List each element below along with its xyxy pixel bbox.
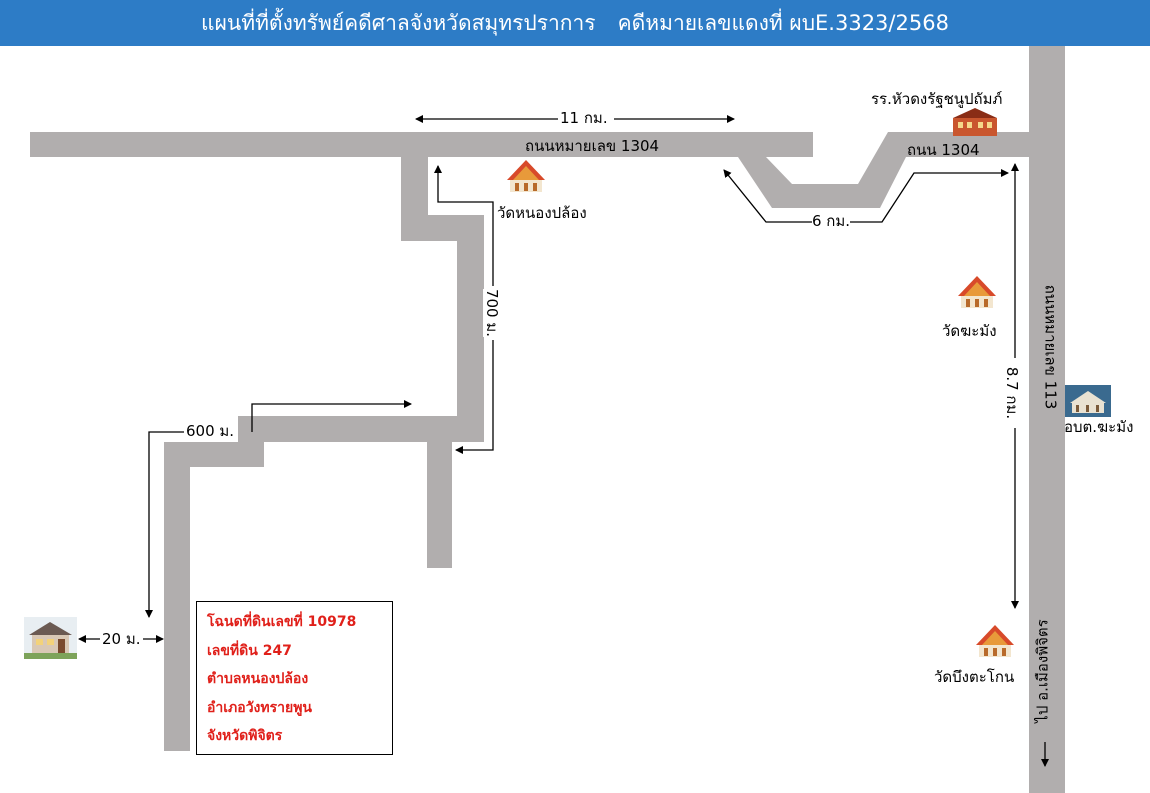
road-1304-bend: [738, 132, 1040, 208]
land-number: เลขที่ดิน 247: [207, 642, 292, 659]
temple-icon: [976, 625, 1014, 657]
province: จังหวัดพิจิตร: [207, 728, 283, 744]
sao-mamang-label: อบต.ฆะมัง: [1064, 418, 1134, 436]
distance-label-6km: 6 กม.: [812, 212, 851, 230]
arrow-6km-left: [723, 169, 812, 223]
distance-label-600m: 600 ม.: [186, 422, 235, 440]
road-113-label: ถนนหมายเลข 113: [1041, 284, 1060, 410]
temple-icon: [507, 160, 545, 192]
road-network: [30, 46, 1065, 793]
side-road: [164, 157, 484, 751]
road-1304-label: ถนนหมายเลข 1304: [525, 137, 660, 155]
arrow-700m-up: [434, 165, 494, 286]
deed-number: โฉนดที่ดินเลขที่ 10978: [207, 614, 357, 630]
temple-mamang-label: วัดฆะมัง: [942, 322, 997, 340]
temple-icon: [958, 276, 996, 308]
road-113: [1029, 46, 1065, 793]
temple-nong-plong-label: วัดหนองปล้อง: [497, 204, 587, 222]
arrow-6km-right: [850, 169, 1009, 223]
arrow-600m-right: [251, 400, 412, 432]
house-icon: [24, 617, 77, 659]
case-number: คดีหมายเลขแดงที่ ผบE.3323/2568: [617, 10, 949, 35]
temple-bueng-takon-label: วัดบึงตะโกน: [934, 668, 1015, 686]
route-map: 11 กม. ถนนหมายเลข 1304 รร.หัวดงรัฐชนูปถั…: [0, 46, 1150, 793]
land-deed-info-box: โฉนดที่ดินเลขที่ 10978 เลขที่ดิน 247 ตำบ…: [196, 601, 393, 755]
road-1304: [30, 132, 813, 157]
map-title-banner: แผนที่ที่ตั้งทรัพย์คดีศาลจังหวัดสมุทรปรา…: [0, 0, 1150, 46]
school-label: รร.หัวดงรัฐชนูปถัมภ์: [871, 90, 1003, 108]
government-office-icon: [1065, 385, 1111, 417]
direction-to-phichit-label: ไป อ.เมืองพิจิตร: [1033, 619, 1052, 723]
map-title: แผนที่ที่ตั้งทรัพย์คดีศาลจังหวัดสมุทรปรา…: [201, 10, 596, 35]
distance-label-700m: 700 ม.: [483, 288, 502, 338]
school-icon: [953, 108, 997, 136]
subdistrict: ตำบลหนองปล้อง: [207, 671, 309, 687]
road-1304-short-label: ถนน 1304: [907, 141, 980, 159]
district: อำเภอวังทรายพูน: [207, 699, 312, 716]
distance-label-20m: 20 ม.: [102, 630, 141, 648]
distance-label-11km: 11 กม.: [560, 109, 608, 127]
arrow-700m-down: [455, 340, 494, 454]
arrow-600m-left: [145, 431, 184, 618]
road-spur: [427, 442, 452, 568]
distance-label-8-7km: 8.7 กม.: [1003, 366, 1022, 420]
